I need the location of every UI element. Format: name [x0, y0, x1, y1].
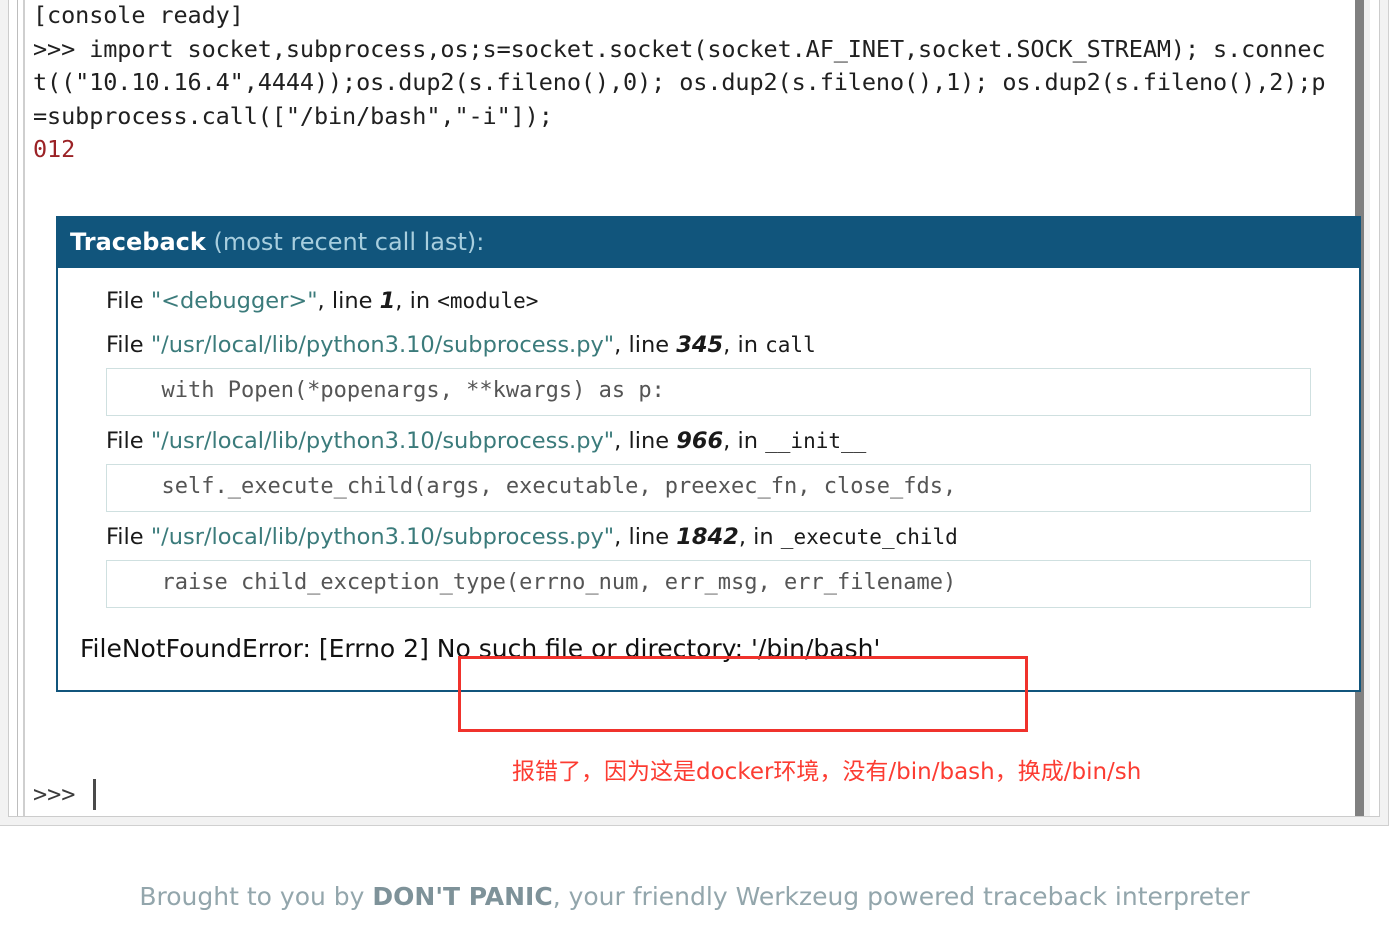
frame-lineno: 966: [676, 428, 724, 454]
frame-filename: "/usr/local/lib/python3.10/subprocess.py…: [150, 524, 615, 550]
console-prompt-symbol: >>>: [33, 780, 76, 808]
traceback-panel: Traceback (most recent call last): File …: [56, 216, 1361, 692]
console-command-prompt: >>>: [33, 34, 90, 63]
frame-source-line: raise child_exception_type(errno_num, er…: [106, 560, 1311, 608]
footer-credit: Brought to you by DON'T PANIC, your frie…: [0, 880, 1389, 914]
frame-line-word: , line: [614, 332, 677, 358]
frame-file-word: File: [106, 524, 151, 550]
console-command-line: >>> import socket,subprocess,os;s=socket…: [33, 33, 1339, 134]
console-left-rule-inner: [23, 0, 25, 816]
frame-lineno: 1842: [676, 524, 739, 550]
traceback-subtitle: (most recent call last):: [205, 228, 485, 256]
console-scroll-area[interactable]: [console ready] >>> import socket,subpro…: [8, 0, 1380, 817]
console-command-text: import socket,subprocess,os;s=socket.soc…: [33, 34, 1326, 130]
frame-file-word: File: [106, 288, 151, 314]
console-output-line: 012: [33, 135, 76, 163]
frame-function: call: [765, 333, 816, 357]
frame-title: File "/usr/local/lib/python3.10/subproce…: [80, 326, 1337, 364]
frame-line-word: , line: [614, 524, 677, 550]
frame-in-word: , in: [723, 428, 766, 454]
frame-line-word: , line: [614, 428, 677, 454]
frame-file-word: File: [106, 428, 151, 454]
frame-in-word: , in: [738, 524, 781, 550]
traceback-error-message: FileNotFoundError: [Errno 2] No such fil…: [80, 634, 881, 663]
frame-filename: "/usr/local/lib/python3.10/subprocess.py…: [150, 428, 615, 454]
traceback-header: Traceback (most recent call last):: [58, 218, 1359, 268]
frame-lineno: 345: [676, 332, 724, 358]
frame-line-word: , line: [317, 288, 380, 314]
console-input-line[interactable]: >>>: [33, 778, 97, 811]
console-left-rule-outer: [17, 0, 18, 816]
console-ready-line: [console ready]: [33, 1, 244, 29]
frame-in-word: , in: [723, 332, 766, 358]
console-frame: [console ready] >>> import socket,subpro…: [0, 0, 1389, 826]
frame-title: File "<debugger>", line 1, in <module>: [80, 282, 1337, 320]
traceback-frames: File "<debugger>", line 1, in <module> F…: [58, 268, 1359, 690]
console-output: [console ready] >>> import socket,subpro…: [33, 0, 1339, 167]
frame-source-line: self._execute_child(args, executable, pr…: [106, 464, 1311, 512]
frame-filename: "<debugger>": [150, 288, 318, 314]
frame-function: __init__: [765, 429, 867, 453]
text-caret-icon: [93, 779, 97, 810]
frame-in-word: , in: [395, 288, 438, 314]
footer-brand: DON'T PANIC: [372, 882, 553, 911]
frame-lineno: 1: [379, 288, 396, 314]
traceback-title: Traceback: [70, 228, 206, 256]
frame-function: <module>: [437, 289, 539, 313]
frame-file-word: File: [106, 332, 151, 358]
frame-title: File "/usr/local/lib/python3.10/subproce…: [80, 422, 1337, 460]
traceback-frame[interactable]: File "/usr/local/lib/python3.10/subproce…: [58, 422, 1359, 512]
footer-suffix: , your friendly Werkzeug powered traceba…: [552, 882, 1250, 911]
annotation-note: 报错了，因为这是docker环境，没有/bin/bash，换成/bin/sh: [512, 759, 1142, 785]
traceback-frame[interactable]: File "/usr/local/lib/python3.10/subproce…: [58, 518, 1359, 608]
frame-filename: "/usr/local/lib/python3.10/subprocess.py…: [150, 332, 615, 358]
frame-function: _execute_child: [780, 525, 958, 549]
traceback-frame[interactable]: File "/usr/local/lib/python3.10/subproce…: [58, 326, 1359, 416]
frame-source-line: with Popen(*popenargs, **kwargs) as p:: [106, 368, 1311, 416]
footer-prefix: Brought to you by: [139, 882, 373, 911]
frame-title: File "/usr/local/lib/python3.10/subproce…: [80, 518, 1337, 556]
traceback-frame[interactable]: File "<debugger>", line 1, in <module>: [58, 282, 1359, 320]
